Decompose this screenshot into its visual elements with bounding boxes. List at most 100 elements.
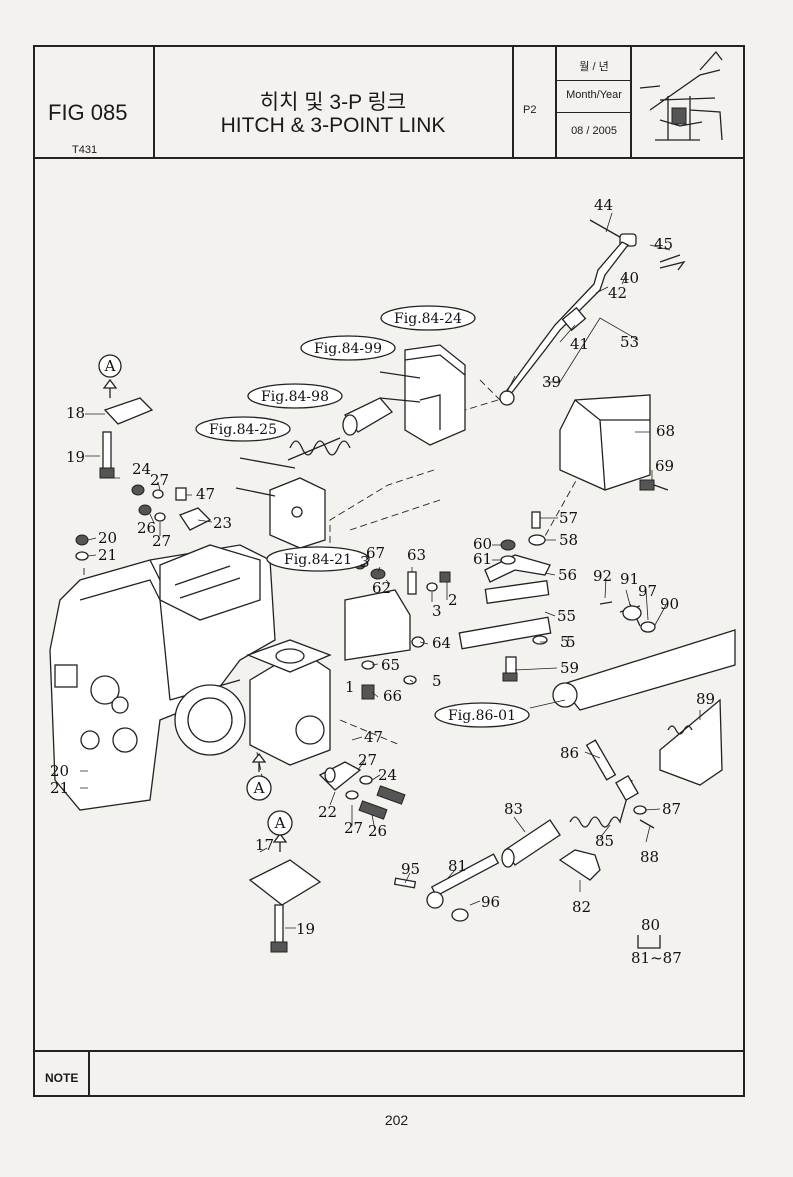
note-top-rule (33, 1050, 745, 1052)
part-callout: 95 (401, 860, 420, 878)
header-bottom-rule (33, 157, 745, 159)
part-callout: 17 (255, 836, 274, 854)
stabilizer-assembly (393, 698, 723, 949)
figure-reference: Fig.84-24 (394, 311, 462, 327)
part-callout: 5 (432, 672, 442, 690)
part-callout: 68 (656, 422, 675, 440)
view-marker: A (274, 814, 286, 832)
part-callout: 91 (620, 570, 639, 588)
part-callout: 20 (50, 762, 69, 780)
part-callout: 19 (296, 920, 315, 938)
view-marker: A (104, 357, 116, 375)
part-callout: 23 (213, 514, 232, 532)
fig-ref-oval (380, 305, 476, 331)
part-callout: 20 (98, 529, 117, 547)
hitch-block (379, 344, 466, 446)
part-callout: 27 (150, 471, 169, 489)
header-divider-3 (555, 45, 557, 158)
figure-code: FIG 085 (48, 100, 128, 125)
fig-ref-oval (434, 702, 530, 728)
transmission-housing (49, 544, 332, 811)
top-link-assembly (499, 219, 686, 406)
part-callout: 27 (344, 819, 363, 837)
view-marker-circle (246, 775, 272, 801)
part-callout: 40 (620, 269, 639, 287)
note-label: NOTE (45, 1071, 79, 1085)
part-callout: 97 (638, 582, 657, 600)
part-callout: 2 (448, 591, 458, 609)
part-callout: 47 (196, 485, 215, 503)
page-code: P2 (523, 104, 537, 116)
date-header-korean: 월 / 년 (579, 61, 609, 73)
figure-reference: Fig.84-25 (209, 422, 277, 438)
part-callout: 19 (66, 448, 85, 466)
title-korean: 히치 및 3-P 링크 (259, 91, 407, 114)
figure-reference: Fig.86-01 (448, 708, 516, 724)
view-marker: A (253, 779, 265, 797)
part-range-label: 81~87 (631, 949, 682, 967)
header-divider-2 (512, 45, 514, 158)
part-callout: 3 (360, 553, 370, 571)
part-callout: 88 (640, 848, 659, 866)
page-number: 202 (384, 1112, 409, 1128)
lower-plate (248, 761, 406, 953)
part-callout: 26 (368, 822, 387, 840)
part-callout: 80 (641, 916, 660, 934)
part-callout: 21 (50, 779, 69, 797)
fig-ref-oval (300, 335, 396, 361)
part-callout: 22 (318, 803, 337, 821)
callout-numbers: 1233555171819192020212122232424262627272… (50, 196, 715, 967)
spring-collar (287, 397, 393, 461)
part-callout: 56 (558, 566, 577, 584)
fig-ref-oval (195, 416, 291, 442)
hitch-plate (235, 457, 326, 549)
figure-reference: Fig.84-98 (261, 389, 329, 405)
header-divider-1 (153, 45, 155, 158)
callout-leaders (80, 212, 701, 929)
note-divider (88, 1050, 90, 1097)
part-callout: 55 (557, 607, 576, 625)
part-callout: 60 (473, 535, 492, 553)
part-callout: 82 (572, 898, 591, 916)
part-callout: 27 (152, 532, 171, 550)
date-value: 08 / 2005 (571, 125, 617, 137)
page-frame (33, 45, 745, 1097)
part-callout: 63 (407, 546, 426, 564)
part-callout: 1 (345, 678, 355, 696)
part-callout: 59 (560, 659, 579, 677)
part-callout: 24 (378, 766, 397, 784)
part-callout: 5 (560, 633, 570, 651)
part-callout: 42 (608, 284, 627, 302)
part-callout: 89 (696, 690, 715, 708)
part-callout: 53 (620, 333, 639, 351)
part-callout: 26 (137, 519, 156, 537)
fig-ref-oval (266, 546, 370, 572)
part-callout: 83 (504, 800, 523, 818)
part-callout: 87 (662, 800, 681, 818)
part-callout: 62 (372, 579, 391, 597)
view-marker-circles (98, 354, 293, 836)
cover-bracket (559, 394, 669, 491)
tractor-thumbnail-image (639, 50, 723, 141)
part-callout: 96 (481, 893, 500, 911)
drawbar-parts (344, 511, 552, 700)
part-callout: 21 (98, 546, 117, 564)
header-divider-4 (630, 45, 632, 158)
part-callout: 69 (655, 457, 674, 475)
part-callout: 67 (366, 544, 385, 562)
model-code: T431 (72, 144, 98, 156)
part-callout: 58 (559, 531, 578, 549)
part-callout: 85 (595, 832, 614, 850)
part-callout: 65 (381, 656, 400, 674)
part-callout: 64 (432, 634, 451, 652)
part-callout: 47 (364, 728, 383, 746)
part-callout: 92 (593, 567, 612, 585)
date-rule-1 (555, 80, 631, 81)
part-callout: 18 (66, 404, 85, 422)
date-header-english: Month/Year (566, 89, 622, 101)
lower-link (552, 601, 736, 711)
part-callout: 44 (594, 196, 613, 214)
part-callout: 39 (542, 373, 561, 391)
view-arrows (102, 378, 288, 852)
